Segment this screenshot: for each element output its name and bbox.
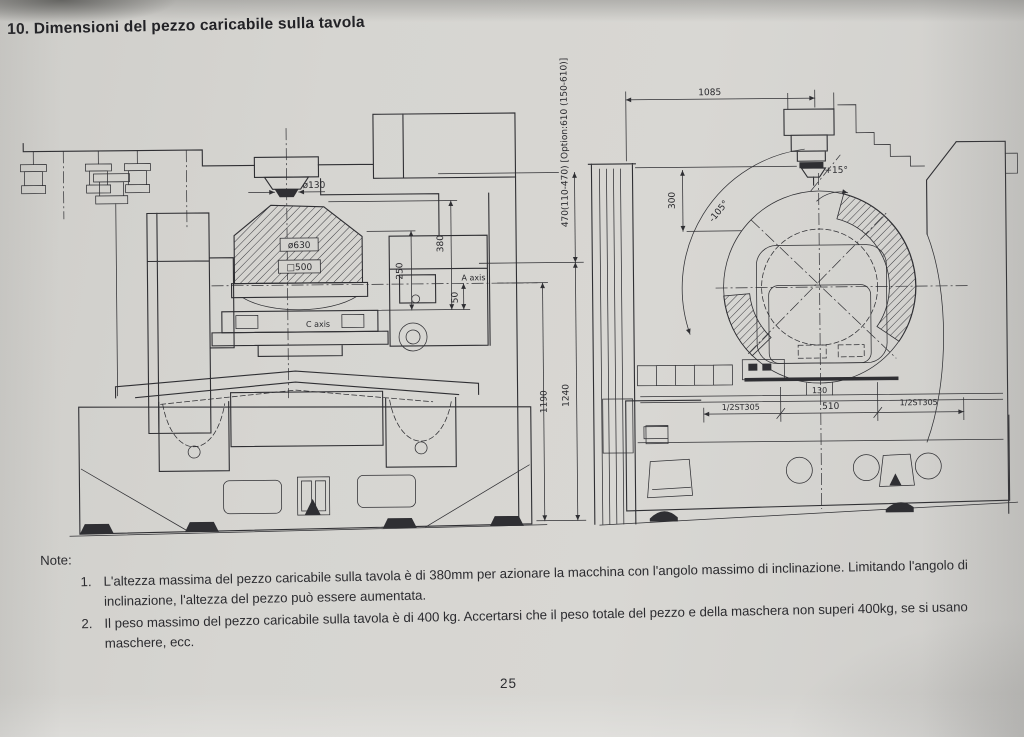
notes-section: Note: 1. L'altezza massima del pezzo car…: [40, 532, 1010, 657]
dim-1240-label: 1240: [562, 384, 572, 407]
rotary-table: [211, 281, 389, 357]
side-left-column: [587, 163, 797, 525]
axis-c-label: C axis: [306, 320, 330, 329]
dim-1190-label: 1190: [540, 390, 550, 413]
angle-plus-label: +15°: [824, 166, 848, 176]
dim-50-label: 50: [451, 291, 461, 303]
dim-380-label: 380: [436, 235, 446, 253]
spindle-head: [253, 156, 320, 198]
note-number: 1.: [80, 574, 92, 590]
dim-470-label: 470(110-470) [Option:610 (150-610)]: [559, 58, 571, 228]
stroke-dimensions: 1/2ST305 510 1/2ST305: [703, 382, 965, 423]
stroke-right-label: 1/2ST305: [900, 398, 938, 407]
side-view-drawing: 1085 300: [587, 88, 1019, 526]
note-number: 2.: [81, 616, 93, 632]
dim-1085-label: 1085: [698, 88, 721, 98]
dim-510-label: 510: [822, 402, 840, 412]
dim-300-label: 300: [668, 192, 678, 210]
dim-spindle-dia-label: ø130: [303, 181, 326, 191]
machine-base: [69, 390, 548, 537]
page-number: 25: [500, 676, 518, 691]
dim-130-label: 130: [812, 386, 827, 395]
side-base: [599, 364, 1019, 526]
tilting-cradle: [756, 244, 888, 364]
stroke-left-label: 1/2ST305: [722, 403, 760, 412]
axis-a-label: A axis: [461, 273, 485, 282]
hanging-bolts: [19, 163, 151, 195]
front-view-drawing: ø130 ø630 □500 C axis: [19, 58, 587, 537]
trunnion-support: [388, 176, 520, 522]
dim-250-label: 250: [395, 262, 405, 280]
workpiece-dia-label: ø630: [288, 241, 311, 251]
workpiece-square-label: □500: [286, 263, 312, 273]
